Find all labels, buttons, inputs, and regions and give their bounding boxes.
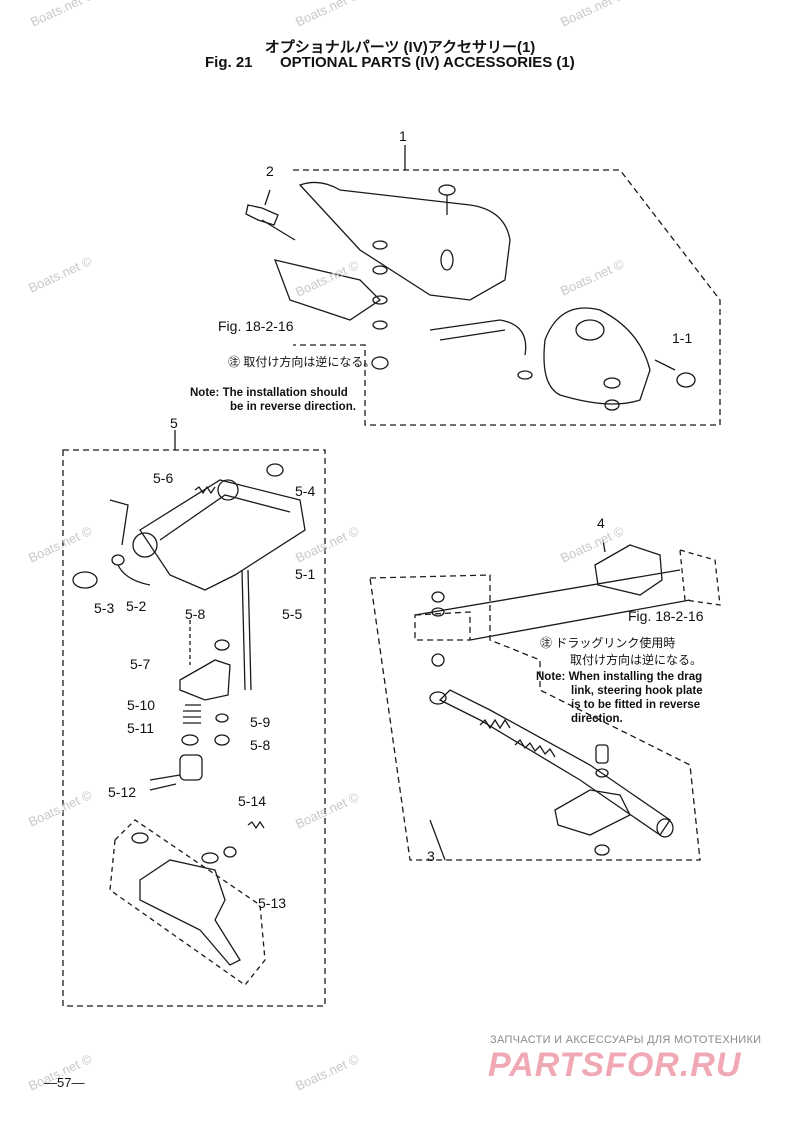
callout-5-8-bottom: 5-8 [250, 737, 271, 753]
group1-bracket [298, 181, 511, 301]
callout-5-7: 5-7 [130, 656, 151, 672]
group5-dashed-frame [62, 449, 326, 1007]
part-5-1-bracket [139, 479, 306, 591]
note1-japanese: ㊟ 取付け方向は逆になる。 [228, 355, 376, 369]
callout-5-11: 5-11 [127, 720, 154, 736]
brand-logo: PARTSFOR.RU [488, 1046, 742, 1084]
callout-5-9: 5-9 [250, 714, 271, 730]
part-5-12-sleeve [179, 754, 203, 781]
title-japanese: オプショナルパーツ (IV)アクセサリー(1) [264, 39, 536, 56]
part-5-10-spring [183, 704, 201, 724]
part-5-7-plate [179, 659, 231, 701]
part-5-3-knob [72, 571, 98, 589]
note2-japanese-line2: 取付け方向は逆になる。 [570, 653, 703, 667]
part-5-13-frame [109, 819, 266, 986]
note1-english-line1: Note: The installation should [190, 387, 348, 399]
callout-2: 2 [266, 163, 274, 179]
note2-english-line3: is to be fitted in reverse [571, 699, 701, 711]
note2-english-line1: Note: When installing the drag [536, 671, 703, 683]
callout-5-6: 5-6 [153, 470, 174, 486]
group1-bolt [438, 184, 456, 196]
note2-japanese-line1: ㊟ ドラッグリンク使用時 [540, 636, 676, 650]
callout-1-1: 1-1 [672, 330, 693, 346]
callout-5-8-top: 5-8 [185, 606, 206, 622]
callout-5-2: 5-2 [126, 598, 147, 614]
group1-clamp [543, 307, 651, 405]
callout-5-12: 5-12 [108, 784, 137, 800]
note1-english-line2: be in reverse direction. [230, 401, 356, 413]
fig-reference-1: Fig. 18-2-16 [218, 318, 294, 334]
group1-rod [429, 319, 527, 356]
part-3-rod [438, 689, 671, 836]
callout-4: 4 [597, 515, 605, 531]
part-2-fitting [245, 204, 279, 226]
figure-number: Fig. 21 [205, 54, 253, 71]
fig-reference-2: Fig. 18-2-16 [628, 608, 704, 624]
callout-5-1: 5-1 [295, 566, 316, 582]
callout-5-5: 5-5 [282, 606, 303, 622]
callout-3: 3 [427, 848, 435, 864]
group1-dashed-frame [293, 169, 721, 426]
part-5-5-rod [241, 569, 246, 691]
part-1-1-nut [676, 372, 696, 388]
figure-title: OPTIONAL PARTS (IV) ACCESSORIES (1) [280, 54, 575, 71]
note2-english-line2: link, steering hook plate [571, 685, 703, 697]
page-number: —57— [44, 1075, 85, 1090]
group3-dashed-frame [369, 574, 701, 861]
brand-tagline: ЗАПЧАСТИ И АКСЕССУАРЫ ДЛЯ МОТОТЕХНИКИ [490, 1034, 762, 1046]
callout-5-4: 5-4 [295, 483, 316, 499]
callout-5-14: 5-14 [238, 793, 267, 809]
part-5-13-holder [139, 859, 241, 966]
callout-1: 1 [399, 128, 407, 144]
callout-5-3: 5-3 [94, 600, 115, 616]
callout-5-13: 5-13 [258, 895, 287, 911]
callout-5-10: 5-10 [127, 697, 156, 713]
note2-english-line4: direction. [571, 713, 623, 725]
part-4-bracket [594, 544, 663, 596]
part-3-plate [554, 789, 631, 836]
callout-5: 5 [170, 415, 178, 431]
